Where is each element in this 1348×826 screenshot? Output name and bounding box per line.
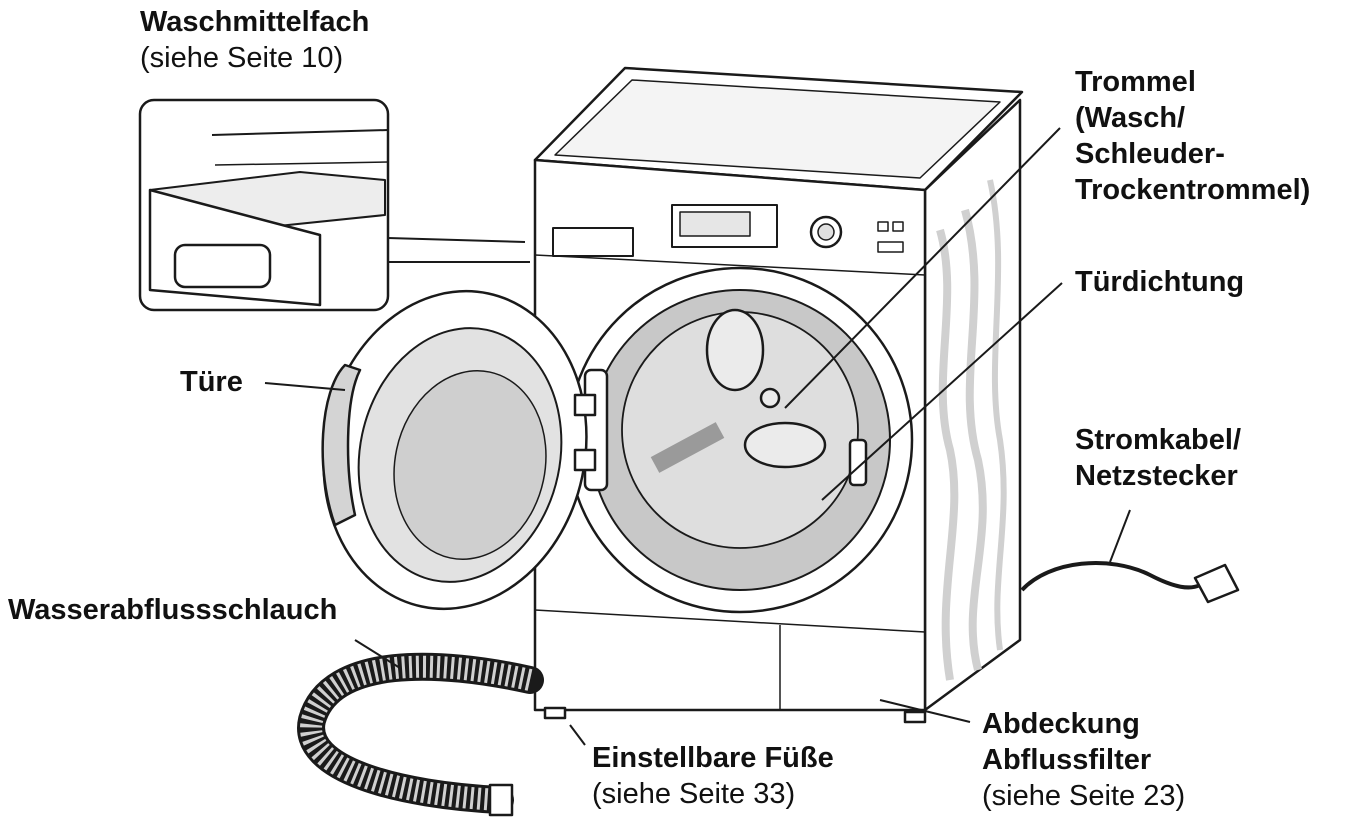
label-drain-hose: Wasserabflussschlauch [8,594,338,626]
label-filter-cover-line1: Abdeckung [982,708,1140,740]
label-power-cord-line2: Netzstecker [1075,460,1238,492]
label-adjustable-feet-ref: (siehe Seite 33) [592,778,796,810]
label-drum-line1: Trommel [1075,66,1196,98]
control-panel [552,204,904,257]
leader-lines [264,127,1131,746]
label-door-seal: Türdichtung [1075,266,1245,298]
drum-opening [566,266,914,614]
machine-side-panel [923,98,1022,712]
label-drum-line4: Trockentrommel) [1075,174,1311,206]
label-drum-line2: (Wasch/ [1075,102,1186,134]
label-detergent-drawer: Waschmittelfach [140,6,370,38]
open-door [321,289,597,611]
drain-hose [297,652,544,817]
label-drum-line3: Schleuder- [1075,138,1225,170]
machine-top [533,66,1024,192]
adjustable-feet [543,706,927,724]
detergent-drawer-inset [138,98,530,312]
label-filter-cover-line2: Abflussfilter [982,744,1152,776]
label-power-cord-line1: Stromkabel/ [1075,424,1241,456]
label-detergent-drawer-ref: (siehe Seite 10) [140,42,344,74]
label-adjustable-feet: Einstellbare Füße [592,742,834,774]
label-door: Türe [180,366,243,398]
power-cord [1020,561,1240,604]
label-filter-cover-ref: (siehe Seite 23) [982,780,1186,812]
